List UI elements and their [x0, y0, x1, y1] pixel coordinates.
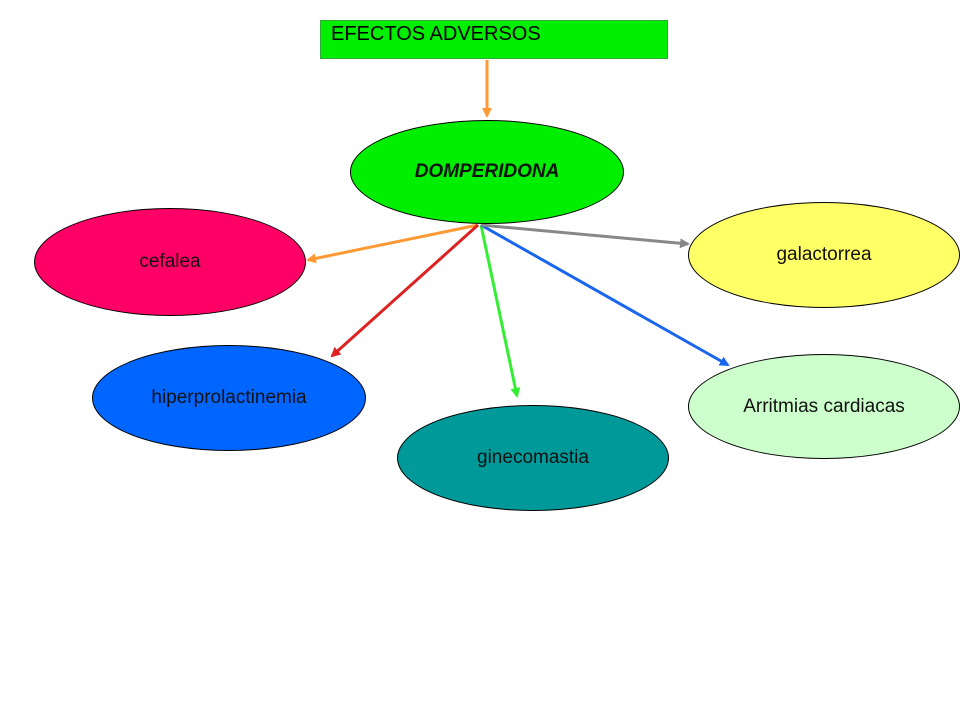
diagram-title: EFECTOS ADVERSOS — [320, 20, 668, 59]
arrow-to-ginecomastia — [479, 224, 521, 398]
node-galactorrea: galactorrea — [688, 202, 960, 308]
node-label: hiperprolactinemia — [151, 387, 307, 408]
node-arritmias-cardiacas: Arritmias cardiacas — [688, 354, 960, 459]
node-cefalea: cefalea — [34, 208, 306, 316]
center-node-domperidona: DOMPERIDONA — [350, 120, 624, 224]
arrow-to-arritmias — [480, 223, 730, 367]
node-label: Arritmias cardiacas — [743, 395, 905, 417]
arrow-to-galactorrea — [480, 223, 690, 249]
node-label: cefalea — [139, 251, 201, 272]
center-node-label: DOMPERIDONA — [414, 161, 560, 182]
arrow-to-hiperprolactinemia — [330, 223, 480, 358]
arrow-to-cefalea — [306, 223, 479, 264]
node-label: ginecomastia — [477, 447, 589, 468]
node-label: galactorrea — [776, 244, 872, 265]
node-ginecomastia: ginecomastia — [397, 405, 669, 511]
node-hiperprolactinemia: hiperprolactinemia — [92, 345, 366, 451]
